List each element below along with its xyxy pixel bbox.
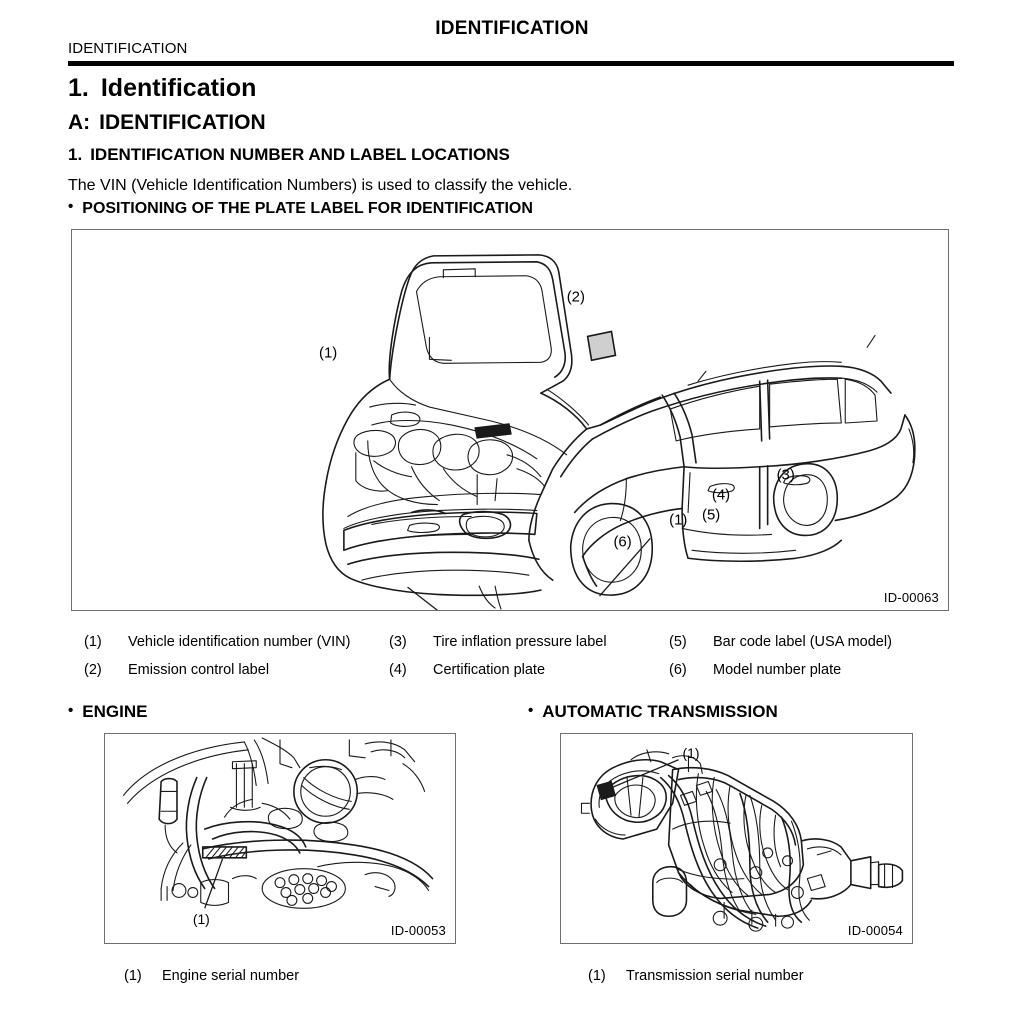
plate-engine-serial xyxy=(201,846,248,859)
figure-id-transmission: ID-00054 xyxy=(847,923,903,938)
bullet-heading-label: POSITIONING OF THE PLATE LABEL FOR IDENT… xyxy=(82,200,533,217)
item-heading: 1. IDENTIFICATION NUMBER AND LABEL LOCATI… xyxy=(68,145,510,165)
figure-vehicle-label-locations: (1) (2) (3) (4) (5) (1) (6) ID-00063 xyxy=(71,229,949,611)
transmission-line-drawing: (1) xyxy=(580,745,904,932)
bullet-icon: • xyxy=(68,198,74,215)
legend-column-2: (3) Tire inflation pressure label (4) Ce… xyxy=(389,632,669,688)
page-header-title: IDENTIFICATION xyxy=(435,18,589,39)
bullet-icon: • xyxy=(68,702,74,719)
caption-engine: (1) Engine serial number xyxy=(124,968,299,984)
callout-1-door: (1) xyxy=(669,511,687,528)
subheading-engine-label: ENGINE xyxy=(82,702,148,721)
legend-column-1: (1) Vehicle identification number (VIN) … xyxy=(84,632,384,688)
legend-label: Emission control label xyxy=(128,662,270,679)
callout-5: (5) xyxy=(702,506,720,523)
item-title: IDENTIFICATION NUMBER AND LABEL LOCATION… xyxy=(90,145,510,164)
legend-item: (1) Vehicle identification number (VIN) xyxy=(84,632,384,653)
plate-emission-control xyxy=(586,330,617,362)
callout-transmission-serial: (1) xyxy=(683,745,700,761)
figure-transmission-serial-number: (1) ID-00054 xyxy=(560,733,913,944)
callout-2: (2) xyxy=(567,289,585,306)
section-number: 1. xyxy=(68,74,89,102)
subheading-automatic-transmission: • AUTOMATIC TRANSMISSION xyxy=(528,702,778,722)
page-header-section: IDENTIFICATION xyxy=(68,40,188,57)
callout-4: (4) xyxy=(712,487,730,504)
legend-label: Bar code label (USA model) xyxy=(713,634,892,650)
legend-item: (6) Model number plate xyxy=(669,660,959,681)
figure-engine-serial-number: (1) ID-00053 xyxy=(104,733,456,944)
leader-2-emission xyxy=(599,537,651,597)
body-paragraph: The VIN (Vehicle Identification Numbers)… xyxy=(68,177,573,194)
header-rule xyxy=(68,61,954,66)
section-title: Identification xyxy=(100,74,257,102)
caption-key: (1) xyxy=(588,968,606,984)
legend-item: (3) Tire inflation pressure label xyxy=(389,632,669,653)
subheading-engine: • ENGINE xyxy=(68,702,147,722)
legend-label: Model number plate xyxy=(713,662,842,679)
legend-key: (1) xyxy=(84,634,102,650)
caption-transmission: (1) Transmission serial number xyxy=(588,968,804,984)
legend-column-3: (5) Bar code label (USA model) (6) Model… xyxy=(669,632,959,688)
bullet-icon: • xyxy=(528,702,534,719)
legend-key: (2) xyxy=(84,662,102,679)
caption-key: (1) xyxy=(124,968,142,984)
section-heading: 1. Identification xyxy=(68,74,256,103)
leader-1-vin xyxy=(407,586,439,610)
caption-label: Transmission serial number xyxy=(626,968,804,984)
plate-transmission-serial xyxy=(596,780,617,801)
legend-key: (6) xyxy=(669,662,687,679)
callout-3: (3) xyxy=(777,467,795,484)
leader-engine-serial xyxy=(204,858,224,909)
subsection-letter: A: xyxy=(68,111,91,134)
leader-transmission-serial xyxy=(606,759,679,791)
callout-1-left: (1) xyxy=(319,344,337,361)
engine-line-drawing: (1) xyxy=(122,737,434,927)
figure-id-main: ID-00063 xyxy=(883,590,939,605)
subsection-heading: A: IDENTIFICATION xyxy=(68,111,266,135)
legend-item: (4) Certification plate xyxy=(389,660,669,681)
legend-label: Vehicle identification number (VIN) xyxy=(128,634,351,650)
figure-id-engine: ID-00053 xyxy=(390,923,446,938)
plate-vin-engine-bay xyxy=(474,423,512,439)
legend-key: (5) xyxy=(669,634,687,650)
bullet-heading-positioning: • POSITIONING OF THE PLATE LABEL FOR IDEN… xyxy=(68,199,533,218)
legend-label: Certification plate xyxy=(433,662,546,679)
callout-6: (6) xyxy=(613,533,631,550)
legend-label: Tire inflation pressure label xyxy=(433,634,607,650)
item-number: 1. xyxy=(68,145,83,164)
vehicle-line-drawing: (1) (2) (3) (4) (5) (1) (6) xyxy=(319,254,916,610)
caption-label: Engine serial number xyxy=(162,968,300,984)
callout-engine-serial: (1) xyxy=(193,911,210,927)
legend-item: (5) Bar code label (USA model) xyxy=(669,632,959,653)
legend-key: (4) xyxy=(389,662,407,679)
subheading-at-label: AUTOMATIC TRANSMISSION xyxy=(542,702,778,721)
legend-key: (3) xyxy=(389,634,407,650)
legend-item: (2) Emission control label xyxy=(84,660,384,681)
subsection-title: IDENTIFICATION xyxy=(99,111,266,134)
